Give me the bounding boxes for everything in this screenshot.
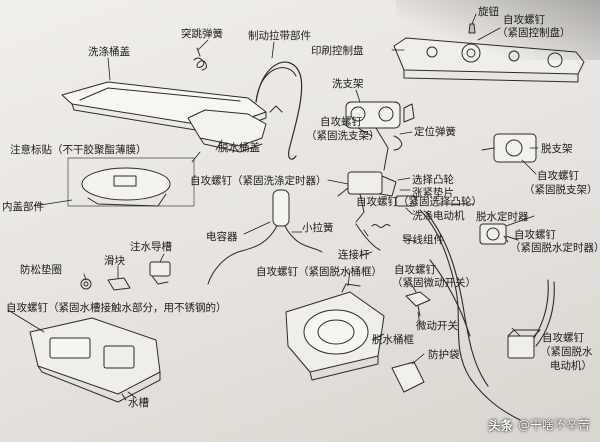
label-screw-spin-timer: 自攻螺钉 — [514, 229, 556, 241]
label-screw-wash-bracket: 自攻螺钉 — [320, 116, 362, 128]
label-screw-board: 自攻螺钉 — [503, 14, 545, 26]
spin-motor-drawing — [507, 329, 541, 359]
label-screw-water-part: 自攻螺钉（紧固水槽接触水部分，用不锈钢的） — [6, 302, 227, 314]
label-screw-spin-bracket-note: （紧固脱支架） — [524, 184, 598, 196]
label-knob: 旋钮 — [478, 6, 499, 18]
label-microswitch: 微动开关 — [416, 320, 458, 332]
label-wash-motor: 洗涤电动机 — [412, 210, 465, 222]
watermark-brand: 头条 — [487, 418, 513, 433]
watermark-handle: @干啥不辛苦 — [517, 418, 590, 432]
label-brake-belt: 制动拉带部件 — [248, 30, 311, 42]
watermark: 头条 @干啥不辛苦 — [488, 415, 590, 434]
label-inlet-groove: 注水导槽 — [130, 241, 172, 253]
label-pull-spring: 小拉簧 — [302, 222, 334, 234]
spin-bracket-drawing — [481, 133, 537, 163]
label-notice: 注意标贴（不干胶聚酯薄膜） — [10, 144, 147, 156]
spin-frame-drawing — [285, 283, 385, 381]
label-pcb-panel: 印刷控制盘 — [311, 45, 364, 57]
wire-harness-drawing — [419, 209, 555, 421]
label-spin-timer: 脱水定时器 — [476, 211, 529, 223]
label-positioning-spring: 定位弹簧 — [414, 126, 456, 138]
label-protective-bag: 防护袋 — [428, 349, 460, 361]
microswitch-drawing — [405, 291, 431, 317]
photo-shadow — [396, 0, 600, 60]
label-screw-wash-timer: 自攻螺钉（紧固洗涤定时器） — [190, 175, 327, 187]
rod-spring-drawing — [355, 223, 391, 251]
label-spin-tub-frame: 脱水桶框 — [372, 334, 414, 346]
label-wash-lid: 洗涤桶盖 — [88, 46, 130, 58]
label-screw-wash-bracket-note: （紧固洗支架） — [306, 130, 380, 142]
label-screw-microswitch-note: （紧固微动开关） — [392, 277, 476, 289]
inner-lid-drawing — [67, 157, 195, 207]
label-spin-bracket: 脱支架 — [541, 143, 573, 155]
label-screw-microswitch: 自攻螺钉 — [394, 264, 436, 276]
small-parts-drawing — [80, 261, 171, 291]
capacitor-drawing — [207, 189, 323, 285]
label-inner-lid: 内盖部件 — [2, 201, 44, 213]
water-tank-drawing — [29, 317, 161, 403]
spin-lid-drawing — [187, 109, 267, 153]
leader-lines — [7, 13, 539, 399]
label-connecting-rod: 连接杆 — [338, 249, 370, 261]
label-screw-board-note: （紧固控制盘） — [497, 27, 571, 39]
label-water-tank: 水槽 — [128, 397, 149, 409]
label-wash-bracket: 洗支架 — [332, 78, 364, 90]
label-select-cam: 选择凸轮 — [412, 174, 454, 186]
label-screw-spin-motor-note2: 电动机） — [550, 360, 592, 372]
wash-bracket-drawing — [345, 101, 415, 171]
label-slider: 滑块 — [104, 255, 125, 267]
brake-belt-drawing — [255, 61, 303, 160]
timer-motor-drawing — [337, 171, 417, 223]
label-screw-spin-timer-note: （紧固脱水定时器） — [510, 242, 600, 254]
label-screw-spin-bracket: 自攻螺钉 — [537, 170, 579, 182]
snap-spring-drawing — [193, 47, 207, 71]
label-screw-cam: 自攻螺钉（紧固选择凸轮） — [356, 196, 482, 208]
control-panel-drawing — [393, 23, 585, 83]
label-anti-loose-washer: 防松垫圈 — [20, 264, 62, 276]
label-wire-assembly: 导线组件 — [402, 234, 444, 246]
label-spin-lid: 脱水桶盖 — [218, 142, 260, 154]
spin-timer-drawing — [479, 223, 519, 245]
label-screw-spin-frame: 自攻螺钉（紧固脱水桶框） — [256, 266, 382, 278]
label-screw-spin-motor: 自攻螺钉 — [542, 332, 584, 344]
label-expansion-pad: 涨紧垫片 — [412, 187, 454, 199]
label-screw-spin-motor-note: （紧固脱水 — [540, 346, 593, 358]
label-capacitor: 电容器 — [206, 231, 238, 243]
label-snap-spring: 突跳弹簧 — [181, 28, 223, 40]
protective-bag-drawing — [391, 361, 425, 393]
